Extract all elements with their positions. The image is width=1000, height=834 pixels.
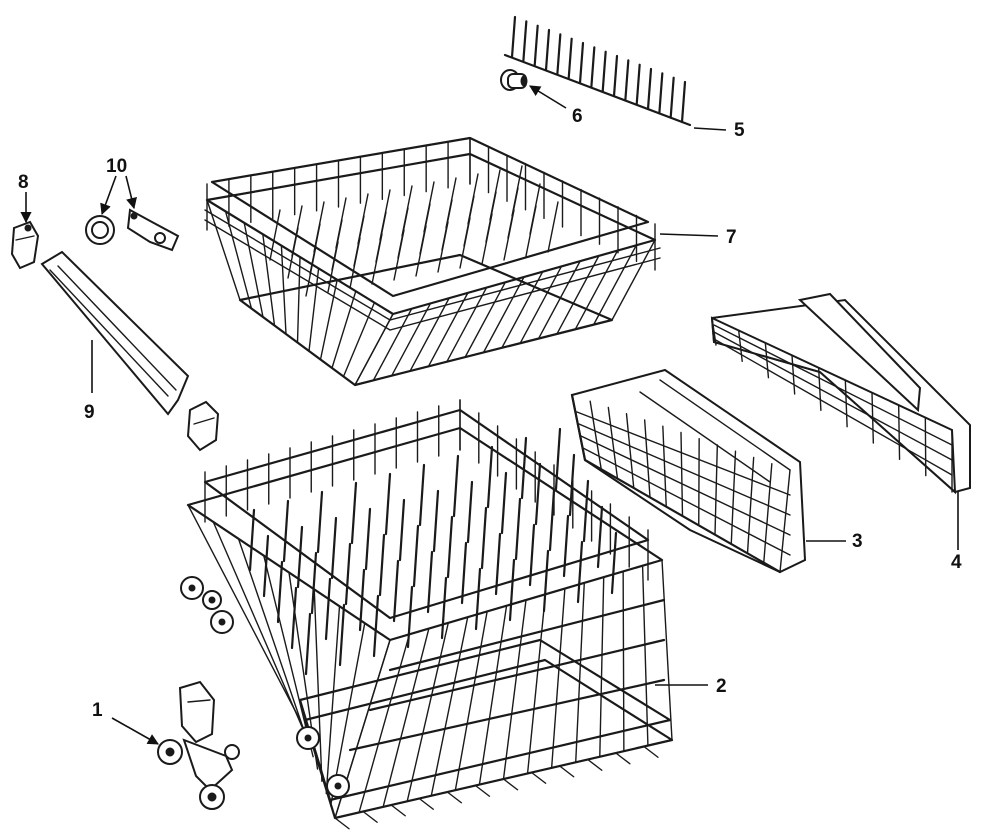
callout-2: 2 bbox=[716, 676, 727, 697]
callout-6: 6 bbox=[572, 106, 583, 127]
callout-10-leader-a bbox=[100, 175, 117, 216]
wheel-bracket-part bbox=[85, 208, 180, 252]
callout-10: 10 bbox=[106, 156, 127, 177]
silverware-basket-large-grid bbox=[711, 317, 953, 493]
callout-9: 9 bbox=[84, 402, 95, 423]
callout-1: 1 bbox=[92, 700, 103, 721]
callout-8: 8 bbox=[18, 172, 29, 193]
silverware-basket-large-part bbox=[710, 292, 971, 495]
callout-6-leader bbox=[529, 85, 567, 109]
upper-rack-tines bbox=[269, 165, 559, 297]
callout-3: 3 bbox=[852, 531, 863, 552]
stud-part bbox=[500, 69, 528, 91]
track-rail-part bbox=[40, 250, 190, 416]
callout-5-leader bbox=[693, 127, 727, 131]
upper-rack-wires bbox=[206, 137, 656, 386]
track-stop-part bbox=[186, 400, 220, 452]
tine-row-bar bbox=[503, 53, 692, 127]
lower-rack-tines bbox=[248, 427, 618, 676]
callout-4: 4 bbox=[951, 552, 962, 573]
lower-rack-wheels bbox=[180, 576, 350, 798]
silverware-basket-small-grid bbox=[571, 394, 791, 573]
callout-5: 5 bbox=[734, 120, 745, 141]
callout-7-leader bbox=[659, 233, 719, 237]
end-cap-part bbox=[10, 220, 40, 270]
tine-row-part bbox=[510, 15, 687, 124]
callout-1-leader bbox=[111, 717, 159, 745]
callout-10-leader-b bbox=[125, 175, 137, 210]
wheel-assembly-part bbox=[157, 680, 240, 810]
callout-7: 7 bbox=[726, 227, 737, 248]
